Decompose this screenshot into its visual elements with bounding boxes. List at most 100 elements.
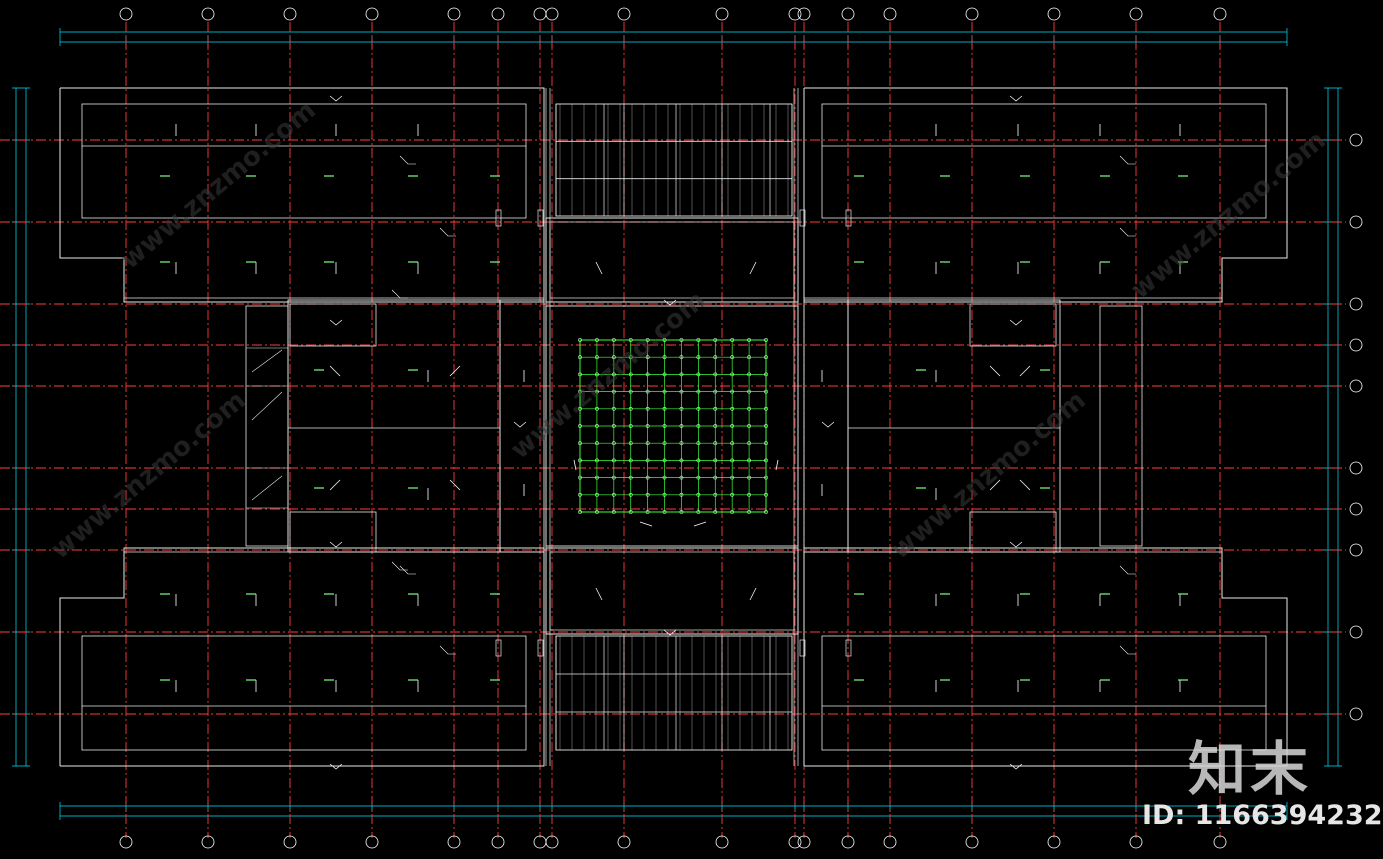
roof-hatch: [969, 511, 1057, 553]
atrium-node: [662, 389, 667, 394]
axis-bubble: [1349, 379, 1363, 393]
atrium-node: [764, 441, 768, 446]
axis-bubble: [883, 7, 897, 21]
axis-bubble: [447, 7, 461, 21]
atrium-node: [696, 475, 701, 480]
atrium-node: [713, 458, 718, 463]
atrium-node: [645, 492, 650, 497]
atrium-node: [730, 338, 735, 342]
axis-bubble: [201, 7, 215, 21]
slope-arrow: [775, 459, 779, 471]
atrium-node: [595, 372, 599, 377]
atrium-node: [611, 355, 616, 360]
atrium-node: [611, 372, 616, 377]
roof-drain: [799, 639, 806, 657]
roof-outline-top-right: [803, 87, 1288, 303]
leader-line: [1119, 227, 1136, 237]
watermark-id: ID: 1166394232: [1142, 800, 1383, 831]
atrium-node: [747, 372, 751, 377]
atrium-node: [696, 338, 701, 342]
atrium-node: [679, 372, 684, 377]
atrium-node: [662, 458, 667, 463]
atrium-node: [662, 475, 667, 480]
atrium-node: [595, 338, 599, 342]
atrium-node: [747, 441, 751, 446]
slope-arrow: [329, 479, 341, 491]
elevation-mark: [1009, 95, 1023, 102]
atrium-node: [645, 338, 650, 342]
axis-bubble: [1213, 835, 1227, 849]
axis-bubble: [1129, 835, 1143, 849]
stair-diagonal: [251, 391, 283, 421]
atrium-node: [662, 441, 667, 446]
atrium-node: [696, 389, 701, 394]
atrium-node: [713, 492, 718, 497]
roof-inner-bottom-right: [821, 635, 1267, 751]
elevation-mark: [663, 299, 677, 306]
atrium-node: [713, 389, 718, 394]
atrium-node: [730, 424, 735, 428]
watermark-site-text: www.znzmo.com: [115, 95, 321, 275]
axis-bubble: [1047, 7, 1061, 21]
slope-arrow: [1019, 365, 1031, 377]
axis-bubble: [283, 835, 297, 849]
skylight-panels: [555, 103, 793, 751]
atrium-node: [628, 492, 633, 497]
atrium-node: [696, 406, 701, 411]
atrium-node: [679, 424, 684, 428]
stair-diagonal: [251, 475, 283, 501]
atrium-node: [696, 372, 701, 377]
axis-bubble: [491, 7, 505, 21]
atrium-node: [747, 389, 751, 394]
atrium-node: [730, 510, 735, 514]
atrium-node: [696, 458, 701, 463]
atrium-node: [611, 510, 616, 514]
atrium-node: [595, 475, 599, 480]
atrium-node: [611, 475, 616, 480]
axis-bubble: [119, 835, 133, 849]
atrium-node: [730, 389, 735, 394]
roof-outline-bottom-left: [59, 547, 545, 767]
atrium-node: [713, 406, 718, 411]
slope-arrow: [639, 521, 653, 527]
roof-inner-top-left: [81, 103, 527, 219]
slope-arrow: [989, 479, 1001, 491]
atrium-node: [713, 441, 718, 446]
roof-inner-top-right: [821, 103, 1267, 219]
atrium-node: [730, 355, 735, 360]
atrium-node: [679, 355, 684, 360]
elevation-mark: [1009, 319, 1023, 326]
stair-volume-right: [1099, 305, 1143, 547]
atrium-node: [628, 372, 633, 377]
atrium-node: [679, 458, 684, 463]
atrium-node: [713, 338, 718, 342]
skylight-frame: [555, 103, 793, 217]
roof-wing-left-strip: [499, 299, 545, 553]
axis-bubble: [1129, 7, 1143, 21]
axis-bubble: [1349, 297, 1363, 311]
atrium-node: [578, 389, 582, 394]
atrium-node: [713, 355, 718, 360]
atrium-node: [764, 475, 768, 480]
axis-bubble: [788, 835, 802, 849]
axis-bubble: [119, 7, 133, 21]
atrium-node: [764, 510, 768, 514]
elevation-mark: [663, 629, 677, 636]
elevation-mark: [821, 421, 835, 428]
elevation-mark: [513, 421, 527, 428]
axis-bubble: [545, 835, 559, 849]
atrium-node: [578, 475, 582, 480]
atrium-node: [645, 441, 650, 446]
leader-line: [399, 565, 416, 575]
axis-bubble: [1349, 338, 1363, 352]
atrium-node: [662, 338, 667, 342]
atrium-node: [747, 406, 751, 411]
leader-line: [1119, 645, 1136, 655]
slope-arrow: [595, 261, 603, 275]
atrium-node: [662, 406, 667, 411]
atrium-node: [696, 492, 701, 497]
atrium-node: [662, 372, 667, 377]
atrium-node: [747, 492, 751, 497]
atrium-node: [578, 372, 582, 377]
